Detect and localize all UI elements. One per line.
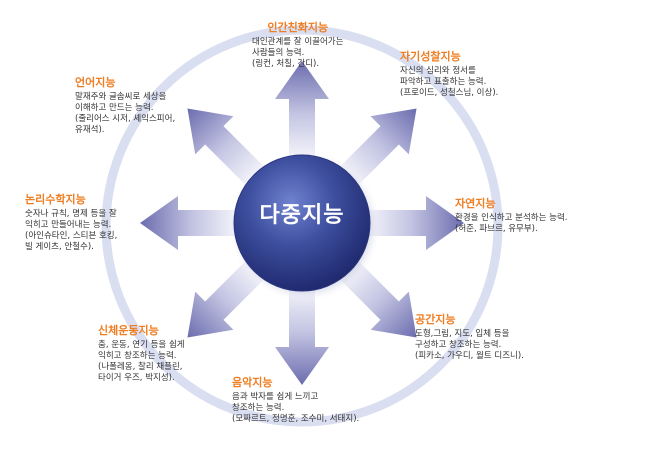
outer-ring [101,25,503,427]
arrows-group [140,61,464,385]
arrow-intrapersonal [339,108,417,186]
desc-line: (나폴레옹, 찰리 채플린, [98,362,183,372]
center-circle [233,154,371,292]
desc-line: 도형,그림, 지도, 입체 등을 [415,329,510,339]
desc-line: 익히고 창조하는 능력. [98,351,177,361]
center-label: 다중지능 [259,203,345,228]
title-logical: 논리수학지능 [25,193,86,206]
desc-line: (아인슈타인, 스티븐 호킹, [25,231,118,241]
desc-line: (링컨, 처칠, 간디). [252,59,320,69]
arrow-musical [275,289,329,385]
desc-line: 음과 박자를 쉽게 느끼고 [232,392,319,402]
desc-line: 익히고 만들어내는 능력. [25,220,112,230]
title-naturalist: 자연지능 [455,197,496,210]
desc-line: 파악하고 표출하는 능력. [400,77,487,87]
desc-line: (허준, 파브르, 유무부). [455,224,538,234]
desc-line: 구성하고 창조하는 능력. [415,340,502,350]
desc-line: (줄리어스 시저, 셰익스피어, [75,114,176,124]
arrow-interpersonal [275,61,329,157]
title-interpersonal: 인간친화지능 [267,21,329,34]
arrow-spatial [339,260,417,338]
title-linguistic: 언어지능 [75,76,116,89]
desc-line: 숫자나 규칙, 명제 등을 잘 [25,209,117,219]
desc-line: 빌 게이츠, 안철수). [25,242,94,252]
title-musical: 음악지능 [232,376,273,389]
desc-line: 사람들의 능력. [252,48,305,58]
desc-line: 대인관계를 잘 이끌어가는 [252,37,344,47]
desc-line: (모짜르트, 정명훈, 조수미, 서태지). [232,414,360,424]
title-intrapersonal: 자기성찰지능 [400,50,461,63]
arrow-logical [140,196,236,250]
desc-line: 말재주와 글솜씨로 세상을 [75,92,167,102]
desc-line: (프로이드, 성철스님, 이상). [400,88,499,98]
title-spatial: 공간지능 [415,313,456,326]
desc-line: 환경을 인식하고 분석하는 능력. [455,213,568,223]
arrow-linguistic [187,108,265,186]
desc-line: 춤, 운동, 연기 등을 쉽게 [98,340,185,350]
desc-line: 창조하는 능력. [232,403,285,413]
desc-line: 이해하고 만드는 능력. [75,103,154,113]
title-bodily: 신체운동지능 [98,324,159,337]
desc-line: 타이거 우즈, 박지성). [98,373,175,383]
arrow-bodily [187,260,265,338]
arrow-naturalist [368,196,464,250]
desc-line: 유재석). [75,125,105,135]
desc-line: 자신의 심리와 정서를 [400,66,476,76]
desc-naturalist: 환경을 인식하고 분석하는 능력.(허준, 파브르, 유무부). [455,213,567,235]
desc-line: (피카소, 가우디, 월트 디즈니). [415,351,524,361]
